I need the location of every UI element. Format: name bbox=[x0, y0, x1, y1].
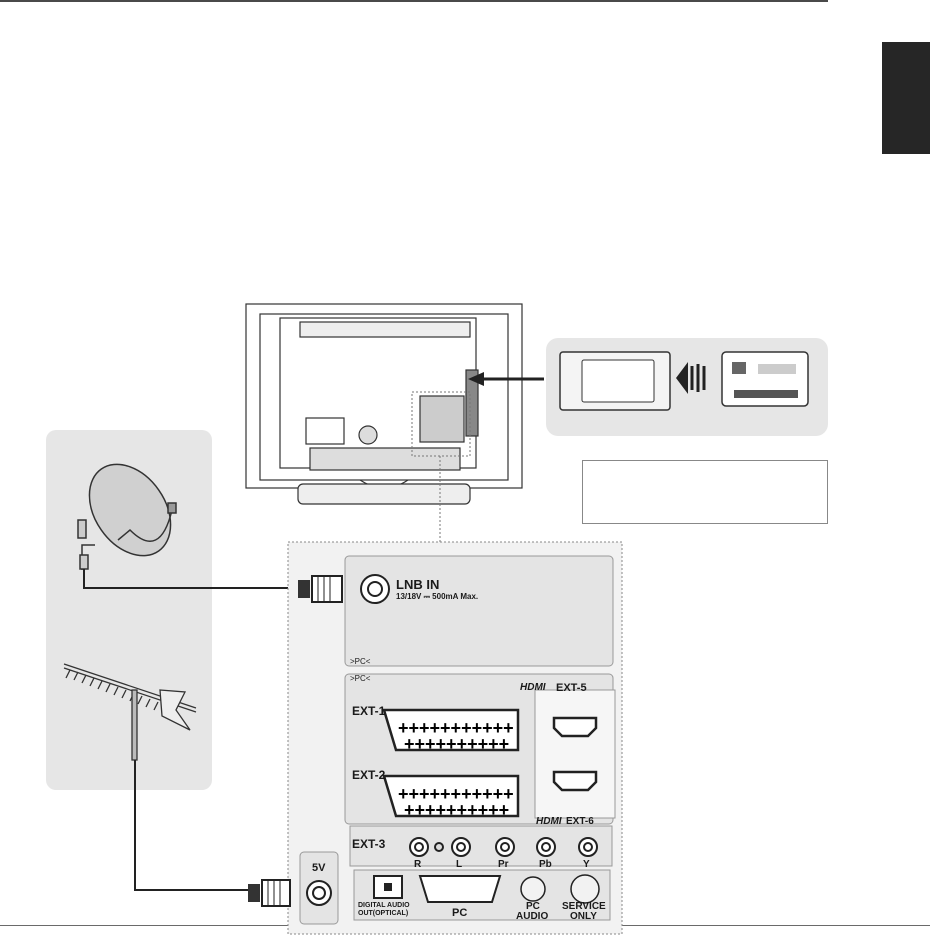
optical-label-line1: DIGITAL AUDIO bbox=[358, 902, 410, 909]
service-port bbox=[570, 874, 600, 904]
ext3-label: EXT-3 bbox=[352, 837, 386, 851]
section-tab-marker bbox=[882, 42, 930, 154]
svg-text:++++++++++: ++++++++++ bbox=[404, 734, 509, 754]
vga-port bbox=[418, 875, 502, 903]
ext5-label: EXT-5 bbox=[556, 682, 587, 694]
hdmi-logo-ext6: HDMI bbox=[536, 816, 562, 827]
tv-rear-view bbox=[245, 303, 523, 505]
rca-r-label: R bbox=[414, 859, 422, 870]
lnb-in-label: LNB IN bbox=[396, 577, 440, 592]
lnb-spec-label: 13/18V ⎓ 500mA Max. bbox=[396, 592, 479, 601]
rca-pb-label: Pb bbox=[539, 859, 552, 870]
top-rule bbox=[0, 0, 828, 2]
terrestrial-antenna-icon bbox=[63, 663, 197, 761]
rca-pr-label: Pr bbox=[498, 859, 509, 870]
lnb-cable bbox=[83, 569, 300, 589]
pc-marker-top: >PC< bbox=[350, 657, 371, 666]
svg-text:+++++++++++: +++++++++++ bbox=[398, 718, 514, 738]
lnb-section bbox=[344, 555, 614, 667]
pc-audio-label-line2: AUDIO bbox=[516, 911, 549, 922]
rca-l-label: L bbox=[456, 859, 463, 870]
hdmi-port-ext5 bbox=[552, 716, 598, 738]
satellite-dish-icon bbox=[77, 463, 177, 570]
ext1-label: EXT-1 bbox=[352, 704, 386, 718]
rca-jacks bbox=[409, 837, 598, 857]
pc-audio-label-line1: PC bbox=[526, 901, 540, 912]
ext2-label: EXT-2 bbox=[352, 768, 386, 782]
scart-connector-ext1: +++++++++++ ++++++++++ bbox=[382, 708, 520, 754]
pc-marker-panel: >PC< bbox=[350, 674, 371, 683]
svg-text:++++++++++: ++++++++++ bbox=[404, 800, 509, 820]
pc-audio-port bbox=[520, 876, 546, 902]
service-label-line1: SERVICE bbox=[562, 901, 606, 912]
hdmi-port-ext6 bbox=[552, 770, 598, 792]
optical-label-line2: OUT(OPTICAL) bbox=[358, 910, 409, 917]
blank-note-box bbox=[582, 460, 828, 524]
hdmi-logo-ext5: HDMI bbox=[520, 682, 546, 693]
rca-y-label: Y bbox=[583, 859, 590, 870]
scart-connector-ext2: +++++++++++ ++++++++++ bbox=[382, 774, 520, 820]
svg-text:+++++++++++: +++++++++++ bbox=[398, 784, 514, 804]
ext6-label: EXT-6 bbox=[566, 816, 594, 827]
antenna-cable bbox=[134, 760, 250, 891]
antenna-5v-label: 5V bbox=[312, 862, 326, 874]
service-label-line2: ONLY bbox=[570, 911, 597, 922]
pc-label: PC bbox=[452, 907, 468, 919]
